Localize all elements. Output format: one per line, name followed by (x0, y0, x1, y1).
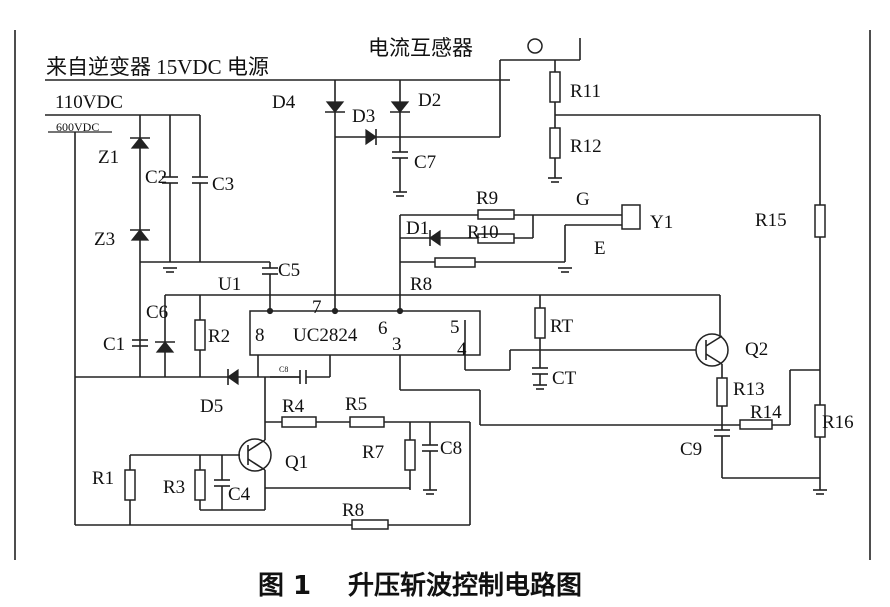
junction-pin7 (331, 307, 339, 315)
resistor-r7 (404, 439, 416, 471)
transistor-q1-collector (247, 439, 266, 452)
diode-d1-symbol (428, 229, 441, 247)
transistor-q2-emitter (705, 353, 723, 365)
label-110vdc: 110VDC (55, 92, 123, 113)
resistor-r9 (477, 209, 515, 220)
resistor-r8-bottom (351, 519, 389, 530)
label-q1: Q1 (285, 452, 308, 473)
resistor-r4 (281, 416, 317, 428)
label-c5: C5 (278, 260, 300, 281)
label-d3: D3 (352, 106, 375, 127)
label-pin8: 8 (255, 325, 265, 346)
label-cb: C8 (279, 365, 288, 374)
transistor-q2-collector (705, 335, 723, 347)
label-c8: C8 (440, 438, 462, 459)
label-r13: R13 (733, 379, 765, 400)
label-r7: R7 (362, 442, 384, 463)
label-r8-top: R8 (410, 274, 432, 295)
resistor-r13 (716, 377, 728, 407)
resistor-r8-top (434, 257, 476, 268)
label-d1: D1 (406, 218, 429, 239)
transistor-q1-emitter (247, 458, 266, 471)
label-u1: U1 (218, 274, 241, 295)
label-c9: C9 (680, 439, 702, 460)
label-r10: R10 (467, 222, 499, 243)
resistor-r2 (194, 319, 206, 351)
ic-uc2824-body (249, 310, 481, 356)
diode-c6-symbol (155, 341, 175, 353)
label-g: G (576, 189, 590, 210)
resistor-r3 (194, 469, 206, 501)
junction-pin6 (396, 307, 404, 315)
label-r1: R1 (92, 468, 114, 489)
label-z1: Z1 (98, 147, 119, 168)
label-pin5: 5 (450, 317, 460, 338)
transistor-q1 (238, 438, 272, 472)
igbt-y1-terminal (621, 204, 641, 230)
caption-title: 升压斩波控制电路图 (348, 570, 582, 601)
label-d4: D4 (272, 92, 296, 113)
label-e: E (594, 238, 606, 259)
label-y1: Y1 (650, 212, 673, 233)
label-c7: C7 (414, 152, 436, 173)
zener-z1-symbol (130, 137, 150, 149)
label-pin7: 7 (312, 297, 322, 318)
zener-z3-symbol (130, 229, 150, 241)
transistor-q2 (695, 333, 729, 367)
label-c4: C4 (228, 484, 251, 505)
label-pin3: 3 (392, 334, 402, 355)
label-rt: RT (550, 316, 574, 337)
label-r2: R2 (208, 326, 230, 347)
resistor-r10 (477, 233, 515, 244)
label-r16: R16 (822, 412, 854, 433)
resistor-rt (534, 307, 546, 339)
resistor-r1 (124, 469, 136, 501)
label-600vdc: 600VDC (56, 120, 99, 134)
resistor-r11 (549, 71, 561, 103)
resistor-r16 (814, 404, 826, 438)
junction-u1 (266, 307, 274, 315)
label-r14: R14 (750, 402, 782, 423)
diode-d4-symbol (325, 101, 345, 113)
label-z3: Z3 (94, 229, 115, 250)
resistor-r5 (349, 416, 385, 428)
label-uc2824: UC2824 (293, 325, 358, 346)
label-d5: D5 (200, 396, 223, 417)
label-r15: R15 (755, 210, 787, 231)
label-current-transformer: 电流互感器 (368, 36, 473, 60)
ct-coil-icon (527, 38, 543, 54)
diode-d3-symbol (365, 128, 378, 146)
label-r5: R5 (345, 394, 367, 415)
label-r9: R9 (476, 188, 498, 209)
label-q2: Q2 (745, 339, 768, 360)
label-pin6: 6 (378, 318, 388, 339)
label-r3: R3 (163, 477, 185, 498)
label-ct: CT (552, 368, 577, 389)
label-r4: R4 (282, 396, 305, 417)
resistor-r15 (814, 204, 826, 238)
label-c1: C1 (103, 334, 125, 355)
resistor-r14 (739, 419, 773, 430)
diode-d2-symbol (390, 101, 410, 113)
label-c6: C6 (146, 302, 168, 323)
label-source-15v: 来自逆变器 15VDC 电源 (46, 55, 269, 79)
diode-d5-symbol (226, 368, 239, 386)
resistor-r12 (549, 127, 561, 159)
label-r11: R11 (570, 81, 601, 102)
label-c3: C3 (212, 174, 234, 195)
label-pin4: 4 (457, 339, 467, 360)
caption-figure-number: 图 1 (258, 571, 311, 601)
label-d2: D2 (418, 90, 441, 111)
label-r8-bottom: R8 (342, 500, 364, 521)
label-c2: C2 (145, 167, 167, 188)
label-r12: R12 (570, 136, 602, 157)
